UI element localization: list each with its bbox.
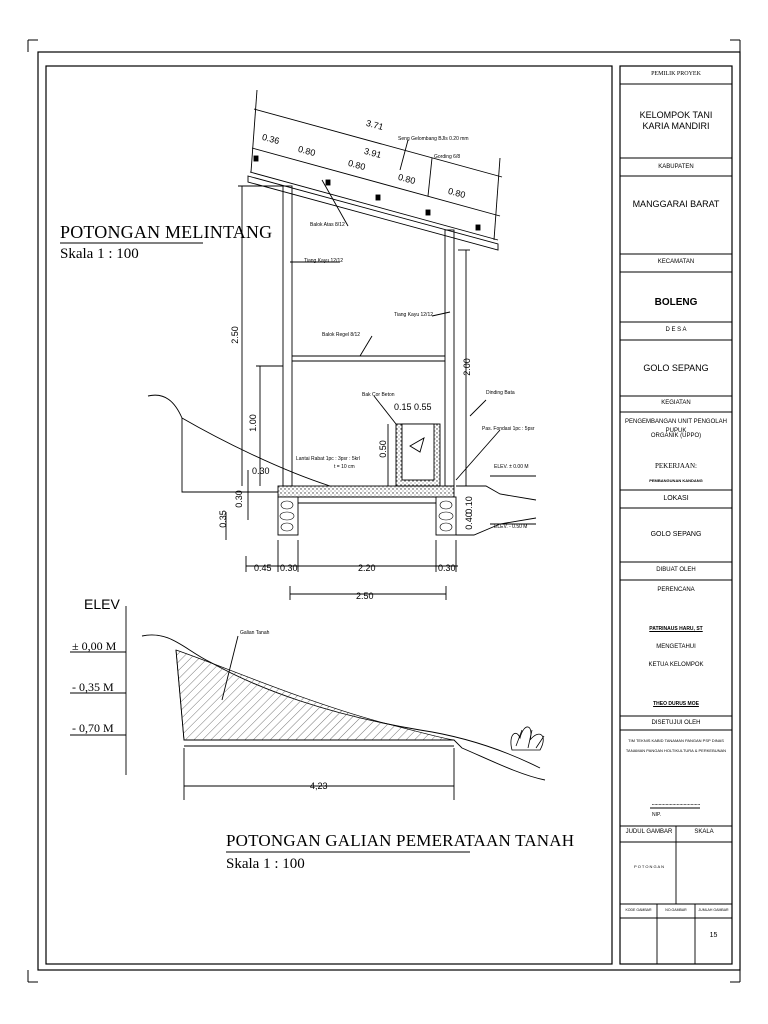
label-dinding: Dinding Bata [486,390,515,396]
tb-kegiatan-2: ORGANIK (UPPO) [650,433,702,439]
tb-pemilik-1: KELOMPOK TANI [639,110,713,120]
dim-015: 0.15 [394,402,412,412]
tb-desa: GOLO SEPANG [643,363,709,373]
tb-perencana-name: PATRINAUS HARU, ST [649,626,703,632]
tb-kabupaten: MANGGARAI BARAT [632,199,720,209]
label-balok-atas: Balok Atas 8/12 [310,222,345,228]
label-gording: Gording 6/8 [434,154,461,160]
tb-disetujui: DISETUJUI OLEH [651,720,701,726]
dim-055: 0.55 [414,402,432,412]
tb-desa-label: D E S A [665,327,687,333]
tb-dinas-1: TIM TEKNIS KABID TANAMAN PANGAN PSP DINA… [628,738,724,743]
dim-030-c: 0.30 [438,563,456,573]
crop-marks [27,39,741,983]
dim-small: 0.35 [217,510,228,528]
label-galian: Galian Tanah [240,630,270,636]
tb-skala-label: SKALA [694,829,714,835]
tb-kabupaten-label: KABUPATEN [658,164,694,170]
tb-pekerjaan-label: PEKERJAAN: [654,462,697,470]
dim-height-250: 2.50 [229,326,240,344]
tb-kecamatan: BOLENG [654,297,698,308]
label-balok-regel: Balok Regel 8/12 [322,332,361,338]
dim-height-100: 1.00 [247,414,258,432]
tb-kode-label: KODE GAMBAR [625,908,652,912]
tb-pemilik-label: PEMILIK PROYEK [651,71,701,77]
dim-030-b: 0.30 [280,563,298,573]
label-elev-0: ELEV. ± 0.00 M [494,464,529,470]
label-tiang-kiri: Tiang Kayu 12/12 [304,258,344,264]
tb-dibuat-label: DIBUAT OLEH [656,567,696,573]
tb-nip-dots: ................................... [651,801,701,807]
elev-level-1: - 0,35 M [72,680,114,694]
dim-030: 0.30 [252,466,270,476]
tb-judul: P O T O N G A N [633,864,664,869]
dim-010: 0.10 [463,496,474,514]
tb-page-no: 15 [709,932,718,939]
dim-bak-050: 0.50 [377,440,388,458]
tb-ketua-name: THEO DURUS MOE [653,701,699,707]
tb-pekerjaan: PEMBANGUNAN KANDANG [649,478,703,483]
tb-no-label: NO.GAMBAR [665,908,687,912]
dim-height-200: 2.00 [461,358,472,376]
tb-pemilik-2: KARIA MANDIRI [642,121,710,131]
label-seng: Seng Gelombang BJls 0.20 mm [398,136,469,142]
elev-level-0: ± 0,00 M [72,639,117,653]
tb-kegiatan-1: PENGEMBANGAN UNIT PENGOLAH PUPUK [625,419,727,434]
section1-title: POTONGAN MELINTANG [60,222,273,242]
tb-mengetahui: MENGETAHUI [656,644,696,650]
dim-040: 0.40 [463,512,474,530]
section2-title: POTONGAN GALIAN PEMERATAAN TANAH [226,831,575,850]
tb-ketua: KETUA KELOMPOK [648,662,704,668]
dim-250-total: 2.50 [356,591,374,601]
tb-jumlah-label: JUMLAH GAMBAR [698,908,729,912]
tb-nip: NIP. [652,812,662,818]
tb-judul-label: JUDUL GAMBAR [625,829,673,835]
label-lantai-thickness: t = 10 cm [334,464,355,470]
section2-scale: Skala 1 : 100 [226,856,305,872]
tb-lokasi: GOLO SEPANG [650,531,702,538]
elev-header: ELEV [84,596,120,612]
label-pas-fondasi: Pas. Fondasi 1pc : 5psr [482,426,535,432]
tb-kecamatan-label: KECAMATAN [657,259,695,265]
label-bak: Bak Cor Beton [362,392,395,398]
tb-kegiatan-label: KEGIATAN [661,400,691,406]
dim-galian-width: 4,23 [310,781,328,791]
dim-220: 2.20 [358,563,376,573]
dim-030-vertical: 0.30 [233,490,244,508]
label-lantai: Lantai Rabat 1pc : 3psr : 5krl [296,456,360,462]
elev-level-2: - 0,70 M [72,721,114,735]
dim-045: 0.45 [254,563,272,573]
tb-dinas-2: TANAMAN PANGAN HOLTIKULTURA & PERKEBUNAN [625,748,727,753]
label-elev-50: ELEV. - 0.50 M [494,524,528,530]
tb-perencana: PERENCANA [657,587,695,593]
label-tiang-kanan: Tiang Kayu 12/12 [394,312,434,318]
tb-lokasi-label: LOKASI [663,495,689,502]
section1-scale: Skala 1 : 100 [60,246,139,262]
